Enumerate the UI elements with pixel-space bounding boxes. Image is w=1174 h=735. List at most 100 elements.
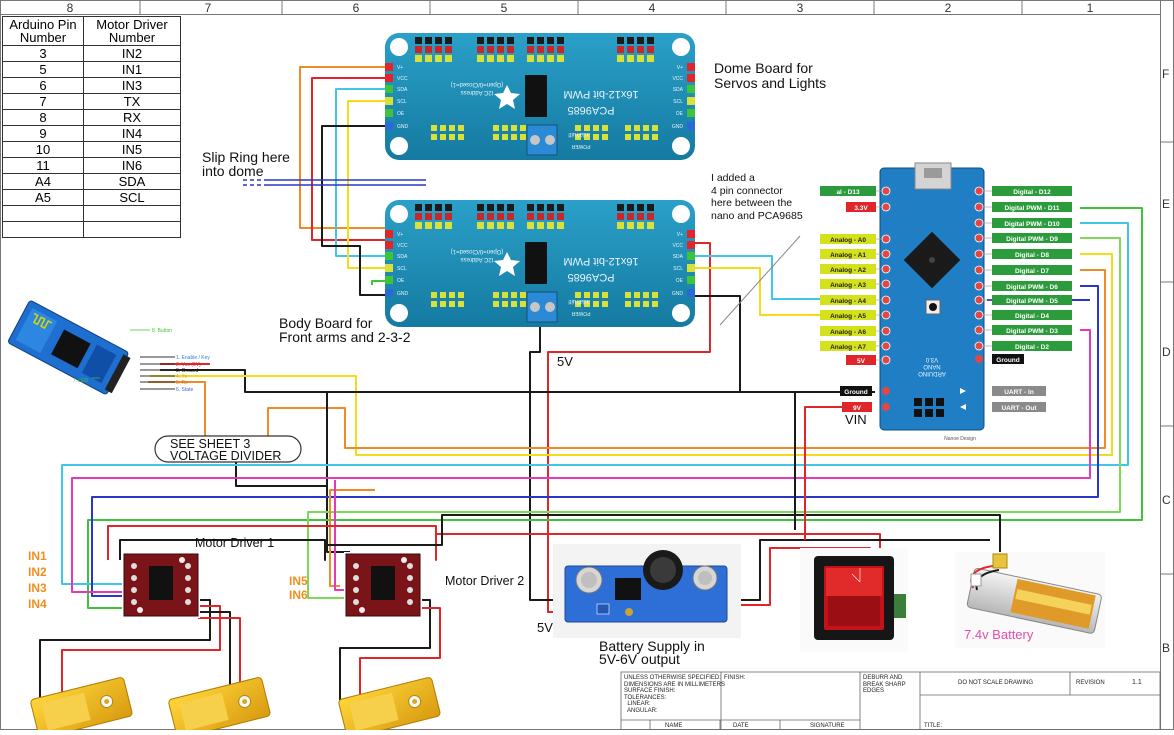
- right-pin: [687, 109, 695, 117]
- nano-left-label: Analog - A3: [830, 282, 866, 289]
- pwm-title: 16x12-bit PWM: [563, 255, 638, 267]
- servo-header-pin: [445, 37, 452, 44]
- wire-md1-out-3: [198, 611, 231, 700]
- nano-left-label-bg: [820, 341, 876, 351]
- servo-header-pin: [627, 46, 634, 53]
- right-pin-label: OE: [676, 278, 684, 284]
- nano-right-pin: [974, 341, 984, 351]
- nano-pcb: [879, 167, 985, 431]
- right-pin-label: SCL: [673, 266, 683, 272]
- pad: [652, 125, 658, 131]
- motor-shaft-core: [104, 699, 110, 705]
- servo-header-pin: [435, 37, 442, 44]
- left-pin: [385, 252, 393, 260]
- motor-gearbox: [41, 692, 91, 731]
- nano-left-label: Analog - A0: [830, 237, 866, 244]
- pad: [652, 134, 658, 140]
- nano-9v-bg: [842, 402, 872, 412]
- motor-driver-cell: IN1: [83, 61, 181, 78]
- servo-header-pin: [477, 46, 484, 53]
- nano-ground-right: Ground: [996, 357, 1019, 364]
- nano-left-label-bg: [820, 186, 876, 196]
- nano-right-pin: [974, 249, 984, 259]
- in2-label: IN2: [28, 565, 47, 579]
- left-pin: [385, 241, 393, 249]
- title-block-date: DATE: [733, 723, 749, 729]
- right-pin: [687, 74, 695, 82]
- nano-left-pin: [881, 341, 891, 351]
- nano-left-pin: [881, 264, 891, 274]
- servo-header-pin: [527, 213, 534, 220]
- column-number: 3: [797, 1, 804, 15]
- motor-driver-cell: [83, 221, 181, 238]
- md-pin: [131, 587, 137, 593]
- lipo-battery: [955, 552, 1105, 648]
- servo-header-pin: [435, 222, 442, 229]
- nano-left-label: al - D13: [836, 189, 860, 196]
- pad: [625, 134, 631, 140]
- md-hole: [401, 557, 407, 563]
- servo-header-pin: [627, 204, 634, 211]
- servo-header-pin: [507, 222, 514, 229]
- pad: [449, 134, 455, 140]
- nano-right-label: Digital PWM - D3: [1006, 328, 1058, 335]
- five-v-label-bottom: 5V: [537, 620, 553, 635]
- motor-driver-2: [344, 552, 422, 618]
- chip-name: PCA9685: [567, 104, 614, 116]
- right-pin-label: SDA: [673, 254, 684, 260]
- nano-left-label: Analog - A6: [830, 329, 866, 336]
- md-chip: [371, 566, 395, 600]
- brand-text: adafruit!: [568, 298, 590, 304]
- wire-body-gnd2: [529, 326, 555, 601]
- header-motor-driver: Motor Driver Number: [83, 16, 181, 46]
- buck-converter: [553, 544, 741, 638]
- pad: [493, 301, 499, 307]
- servo-header-pin: [557, 213, 564, 220]
- pad: [643, 134, 649, 140]
- right-pin: [687, 122, 695, 130]
- right-pin-label: OE: [676, 111, 684, 117]
- pad: [431, 301, 437, 307]
- servo-header-pin: [537, 55, 544, 62]
- servo-header-pin: [477, 204, 484, 211]
- servo-header-pin: [637, 37, 644, 44]
- right-pin-label: GND: [672, 124, 684, 130]
- wire-ground-md2: [326, 486, 350, 553]
- nano-left-label: Analog - A1: [830, 252, 866, 259]
- pad: [458, 301, 464, 307]
- bt-pin-label: 5. Rx: [176, 380, 188, 386]
- connector-pointer: [719, 235, 801, 326]
- servo-header-pin: [637, 55, 644, 62]
- nano-left-label-bg: [846, 355, 876, 365]
- motor-driver-1-inputs: IN1 IN2 IN3 IN4: [28, 550, 47, 614]
- left-pin: [385, 122, 393, 130]
- md-pin: [131, 575, 137, 581]
- wire-dome-vplus: [299, 66, 385, 229]
- bt-button-label: 8. Button: [152, 328, 172, 334]
- mounting-hole: [390, 137, 408, 155]
- right-pin-label: V+: [677, 232, 683, 238]
- pad: [575, 125, 581, 131]
- nano-right-pin: [974, 186, 984, 196]
- pad: [511, 134, 517, 140]
- right-pin-label: SCL: [673, 99, 683, 105]
- wire-d6-blue: [91, 285, 1099, 597]
- motor-driver-1-label: Motor Driver 1: [195, 536, 275, 550]
- pad: [493, 292, 499, 298]
- pad: [511, 301, 517, 307]
- column-number: 1: [1087, 1, 1094, 15]
- servo-header-pin: [637, 213, 644, 220]
- adafruit-logo-icon: [494, 252, 520, 276]
- i2c-address-text: I2C Address: [461, 89, 494, 95]
- pad: [440, 134, 446, 140]
- wire-md1-out-4: [198, 617, 241, 700]
- md-pin: [185, 587, 191, 593]
- nano-ground-right-bg: [992, 354, 1024, 364]
- pad: [520, 134, 526, 140]
- title-block: [620, 671, 1161, 731]
- left-pin: [385, 74, 393, 82]
- nano-left-label: Analog - A2: [830, 267, 866, 274]
